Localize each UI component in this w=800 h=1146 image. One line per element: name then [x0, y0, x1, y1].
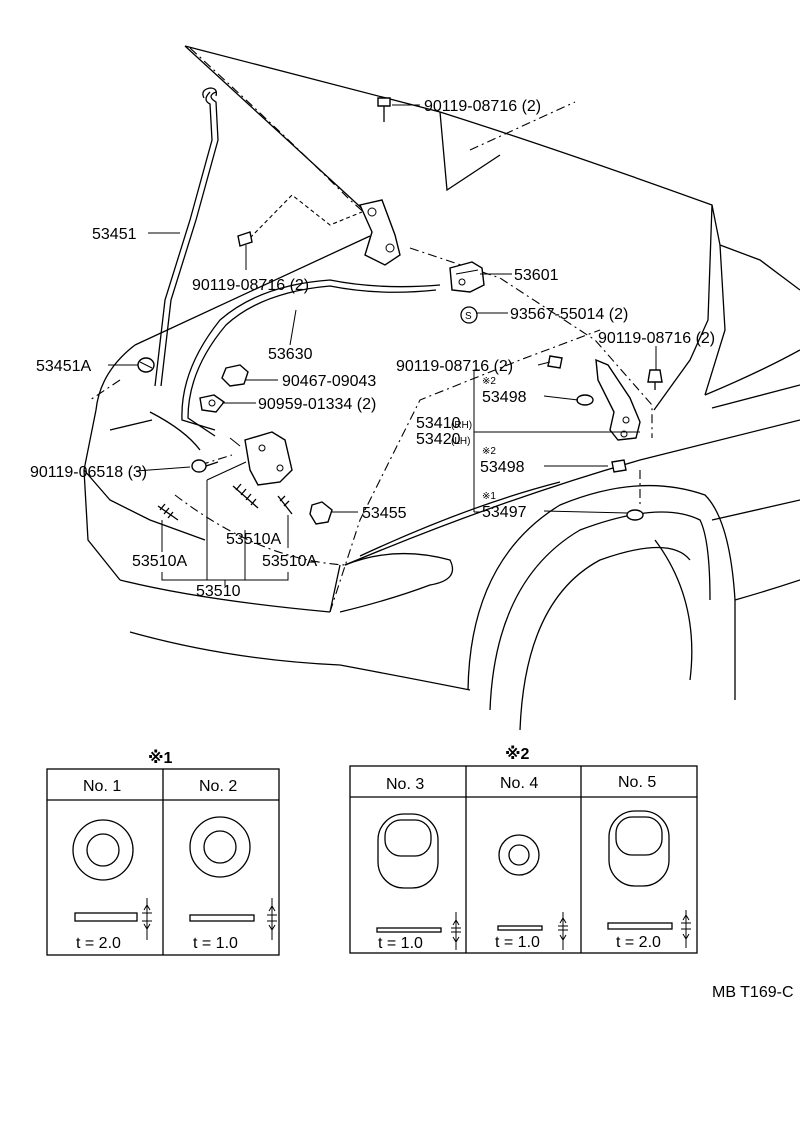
washer-s-letter: S: [465, 311, 472, 322]
table1-header-2: No. 2: [199, 778, 237, 795]
spring-right: [277, 495, 293, 515]
callout-cushion: 53455: [362, 505, 407, 522]
shim-53498-b: [611, 459, 627, 473]
callout-grommet: 53451A: [36, 358, 91, 375]
callout-spring-right: 53510A: [262, 553, 317, 570]
callout-cable: 53630: [268, 346, 313, 363]
shim-53498-a: [576, 394, 594, 406]
shim-table-2: ※2 No. 3 No. 4 No. 5 t = 1.0 t = 1.0 t: [349, 745, 698, 954]
note-shim-a: ※2: [482, 376, 496, 387]
table1-shim-no2: [189, 816, 277, 940]
table2-thickness-4: t = 1.0: [495, 934, 540, 951]
callout-lock-assy: 53601: [514, 267, 559, 284]
reference-lines: [89, 47, 653, 613]
callout-shim-a: 53498: [482, 389, 527, 406]
figure-code: MB T169-C: [712, 984, 794, 1001]
callout-bolt-mid: 90119-08716 (2): [396, 358, 513, 375]
callout-shim-c: 53497: [482, 504, 527, 521]
callout-clamp2: 90959-01334 (2): [258, 396, 376, 413]
callout-prop-rod: 53451: [92, 226, 137, 243]
bolt-lower-left: [191, 459, 219, 473]
table1-header-1: No. 1: [83, 778, 121, 795]
callout-washer: 93567-55014 (2): [510, 306, 628, 323]
table2-title: ※2: [505, 745, 530, 763]
bolt-top: [377, 97, 391, 122]
clamp-90467: [221, 364, 249, 387]
table1-title: ※1: [148, 749, 173, 767]
table2-thickness-3: t = 1.0: [378, 935, 423, 952]
upper-bracket: [359, 199, 401, 266]
grommet: [137, 357, 155, 373]
table2-thickness-5: t = 2.0: [616, 934, 661, 951]
callout-hinge-lh-suffix: (LH): [451, 436, 470, 447]
callout-bolt-left: 90119-08716 (2): [192, 277, 309, 294]
callout-hinge-rh-suffix: (RH): [451, 420, 472, 431]
shim-table-1: ※1 No. 1 No. 2 t = 2.0 t = 1.0: [46, 749, 280, 956]
hood-prop-rod: [154, 87, 219, 387]
vehicle-outline: [83, 45, 800, 731]
note-shim-c: ※1: [482, 491, 496, 502]
callout-hinge-lh: 53420: [416, 431, 461, 448]
table1-shim-no1: [72, 819, 152, 940]
table1-thickness-2: t = 1.0: [193, 935, 238, 952]
hood-hinge: [595, 358, 641, 441]
callout-spring-mid: 53510A: [226, 531, 281, 548]
clamp-90959: [199, 394, 226, 413]
callout-clamp1: 90467-09043: [282, 373, 376, 390]
cushion: [309, 501, 333, 525]
callout-bolt-lower: 90119-06518 (3): [30, 464, 147, 481]
washer-s-symbol: [460, 306, 478, 324]
callout-bolt-right: 90119-08716 (2): [598, 330, 715, 347]
table2-shim-no5: [607, 810, 691, 948]
bolt-right: [647, 369, 663, 390]
callout-spring-set: 53510: [196, 583, 241, 600]
hood-lock-assy: [449, 261, 485, 293]
spring-mid: [232, 483, 259, 509]
table2-shim-no3: [376, 813, 461, 950]
callout-bolt-top: 90119-08716 (2): [424, 98, 541, 115]
bolt-mid: [547, 355, 563, 369]
callout-hinge-rh: 53410: [416, 415, 461, 432]
shim-53497: [626, 509, 644, 521]
note-shim-b: ※2: [482, 446, 496, 457]
release-cable: [181, 279, 441, 437]
lock-base: [229, 431, 293, 486]
spring-left: [157, 503, 179, 521]
callout-spring-left: 53510A: [132, 553, 187, 570]
callout-shim-b: 53498: [480, 459, 525, 476]
table1-thickness-1: t = 2.0: [76, 935, 121, 952]
table2-header-3: No. 3: [386, 776, 424, 793]
table2-header-4: No. 4: [500, 775, 538, 792]
leader-lines: [108, 104, 657, 586]
table2-shim-no4: [497, 834, 568, 950]
bolt-upper-left: [237, 231, 253, 247]
table2-header-5: No. 5: [618, 774, 656, 791]
